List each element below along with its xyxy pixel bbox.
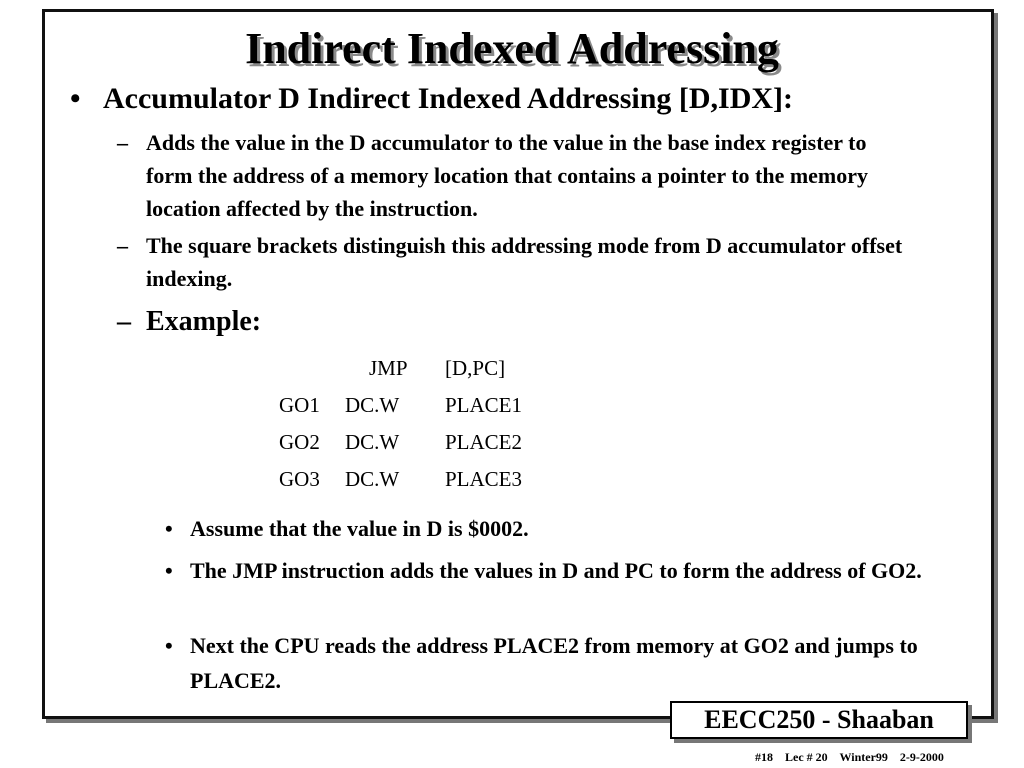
- dash-marker: –: [117, 306, 131, 337]
- code-operand: PLACE2: [445, 430, 523, 454]
- main-bullet-text: Accumulator D Indirect Indexed Addressin…: [103, 82, 794, 115]
- code-opcode: DC.W: [345, 393, 400, 417]
- code-operand: [D,PC]: [445, 356, 506, 380]
- bullet-marker: •: [165, 558, 173, 583]
- bullet-marker: •: [165, 516, 173, 541]
- course-badge: EECC250 - Shaaban: [670, 701, 968, 739]
- note-text: Next the CPU reads the address PLACE2 fr…: [190, 633, 918, 693]
- sub-point-text: The square brackets distinguish this add…: [146, 233, 903, 291]
- note-text: The JMP instruction adds the values in D…: [190, 558, 922, 583]
- code-opcode: JMP: [369, 356, 408, 380]
- note-text: Assume that the value in D is $0002.: [190, 516, 529, 541]
- code-operand: PLACE3: [445, 467, 523, 491]
- bullet-marker: •: [165, 633, 173, 658]
- example-label: Example:: [146, 306, 262, 337]
- slide-frame: [42, 9, 994, 719]
- term-label: Winter99: [839, 750, 888, 764]
- slide-number: #18: [755, 750, 773, 764]
- date-label: 2-9-2000: [899, 750, 944, 764]
- dash-marker: –: [117, 233, 128, 258]
- slide-title: Indirect Indexed Addressing: [245, 24, 779, 73]
- sub-point-text: Adds the value in the D accumulator to t…: [146, 130, 869, 221]
- code-label: GO3: [279, 467, 320, 491]
- code-opcode: DC.W: [345, 430, 400, 454]
- code-opcode: DC.W: [345, 467, 400, 491]
- lecture-number: Lec # 20: [785, 750, 828, 764]
- code-operand: PLACE1: [445, 393, 523, 417]
- slide-footer: #18 Lec # 20 Winter99 2-9-2000: [755, 750, 953, 764]
- bullet-marker: •: [70, 82, 81, 115]
- code-label: GO2: [279, 430, 320, 454]
- code-label: GO1: [279, 393, 320, 417]
- dash-marker: –: [117, 130, 128, 155]
